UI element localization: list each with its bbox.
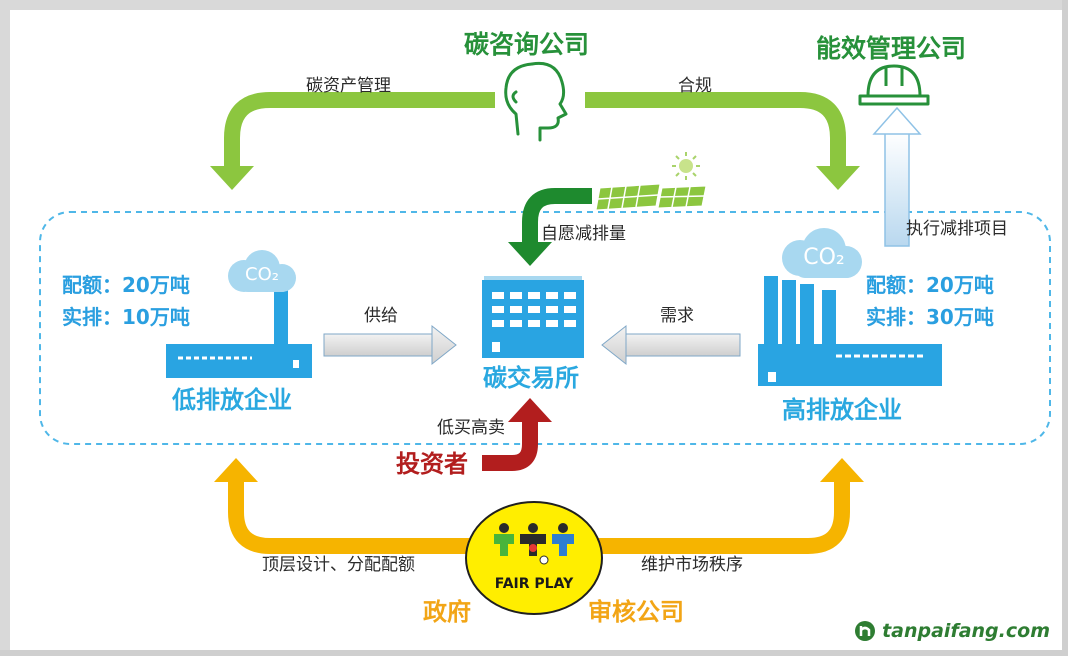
actor-investor: 投资者 [396,450,468,478]
co2-label-left: CO₂ [245,264,279,285]
solar-panel-icon [595,183,707,211]
sun-icon [672,152,700,180]
actor-low-emission: 低排放企业 [172,386,292,414]
flow-voluntary: 自愿减排量 [541,224,626,244]
actor-energy-mgmt: 能效管理公司 [816,34,967,63]
arrow-demand [601,324,741,366]
low-actual: 实排：10万吨 [62,305,190,329]
high-actual: 实排：30万吨 [866,305,994,329]
actor-exchange: 碳交易所 [483,364,579,392]
market-boundary [39,211,1051,445]
arrow-execute-projects [872,106,922,247]
flow-carbon-asset-mgmt: 碳资产管理 [306,76,391,96]
arrow-carbon-asset-mgmt [224,92,495,168]
flow-top-design: 顶层设计、分配配额 [262,555,415,575]
arrow-compliance [585,92,846,168]
high-emission-factory-icon [758,276,942,386]
arrow-investor [482,420,538,471]
watermark: tanpaifang.com [854,620,1050,642]
tanpaifang-logo-icon [855,621,876,641]
arrow-top-design [228,480,492,554]
flow-compliance: 合规 [678,76,712,96]
consultant-head-icon [504,61,568,142]
flow-execute-projects: 执行减排项目 [906,219,1008,239]
low-quota: 配额：20万吨 [62,273,190,297]
actor-high-emission: 高排放企业 [782,396,902,424]
arrow-top-design-head [214,458,258,482]
high-quota: 配额：20万吨 [866,273,994,297]
co2-label-right: CO₂ [803,245,845,270]
co2-cloud-left [228,250,296,292]
actor-carbon-consulting: 碳咨询公司 [464,30,590,59]
fair-play-logo [465,501,603,615]
arrow-voluntary-head [508,242,552,266]
arrow-maintain-order [596,480,850,554]
hard-hat-icon [858,64,930,106]
flow-buy-low-sell-high: 低买高卖 [437,418,505,438]
actor-audit: 审核公司 [588,598,684,626]
arrow-supply [323,324,457,366]
arrow-voluntary [522,188,592,244]
co2-cloud-right [782,228,862,278]
flow-demand: 需求 [660,306,694,326]
flow-maintain-order: 维护市场秩序 [641,555,743,575]
actor-government: 政府 [423,598,471,626]
arrow-maintain-order-head [820,458,864,482]
arrow-investor-head [508,398,552,422]
flow-supply: 供给 [364,306,398,326]
exchange-building-icon [482,276,584,358]
arrow-compliance-head [816,166,860,190]
arrow-carbon-asset-mgmt-head [210,166,254,190]
watermark-text: tanpaifang.com [882,620,1050,642]
fair-play-text: FAIR PLAY [495,576,574,592]
